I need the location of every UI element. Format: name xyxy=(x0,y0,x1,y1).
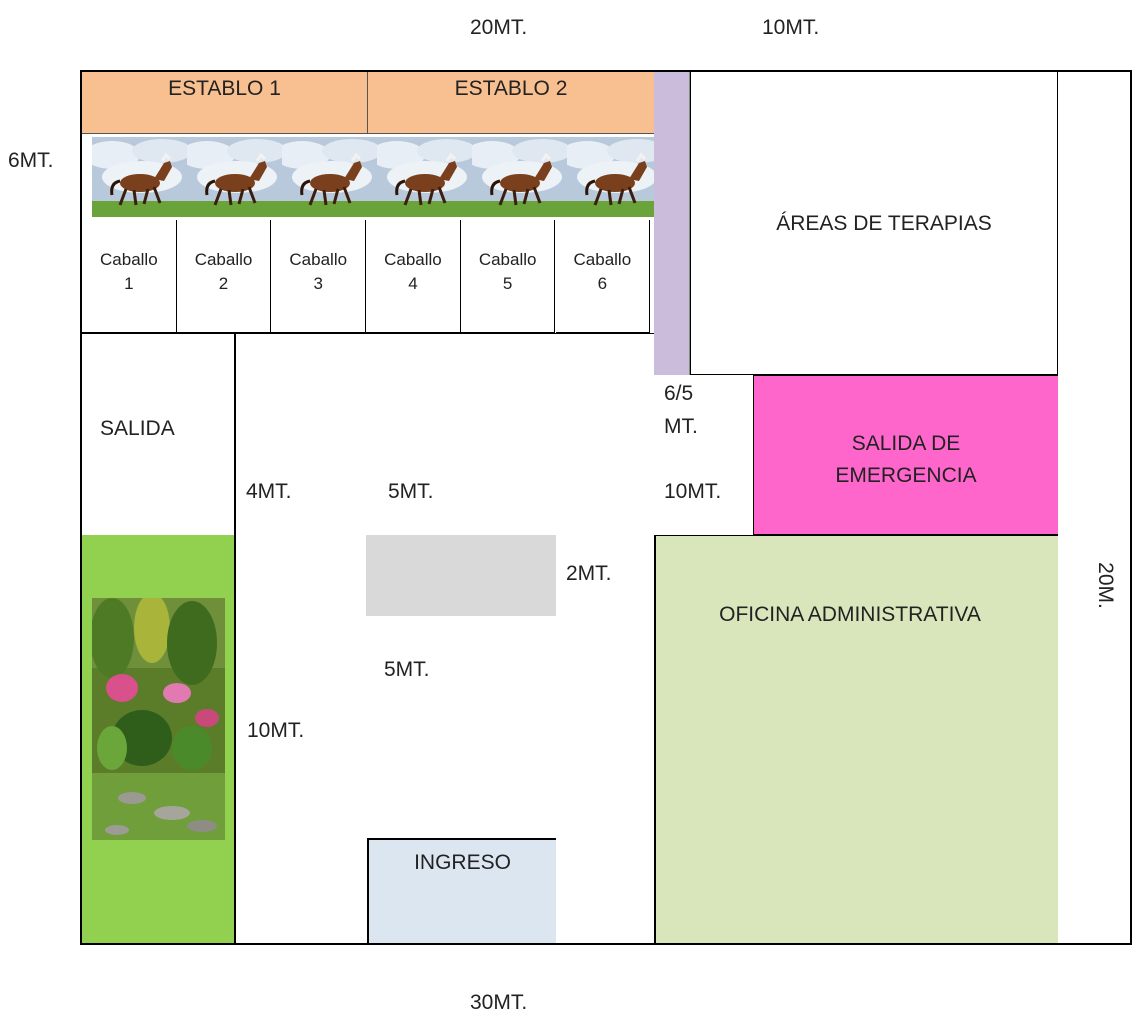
horse-photo xyxy=(567,137,662,217)
horse-photo xyxy=(92,137,187,217)
emergencia-label-line1: SALIDA DE xyxy=(851,432,961,455)
central-block xyxy=(366,535,556,616)
floor-plan-outline xyxy=(80,70,1132,945)
salida-area: SALIDA xyxy=(82,333,236,535)
dimension-5mt-lower: 5MT. xyxy=(384,658,430,681)
horse-stall-4: Caballo 4 xyxy=(366,220,461,333)
dimension-left-6: 6MT. xyxy=(8,149,54,172)
horse-stall-label: Caballo xyxy=(194,250,253,269)
dimension-10mt-left: 10MT. xyxy=(247,719,305,742)
emergencia-label-line2: EMERGENCIA xyxy=(835,464,977,487)
dimension-6-5-line1: 6/5 xyxy=(664,382,694,405)
horse-stall-number: 3 xyxy=(313,274,323,293)
horse-stall-5: Caballo 5 xyxy=(460,220,556,333)
horse-stall-label: Caballo xyxy=(384,250,442,269)
oficina-administrativa: OFICINA ADMINISTRATIVA xyxy=(654,535,1058,943)
horse-stall-number: 1 xyxy=(124,274,134,293)
areas-de-terapias: ÁREAS DE TERAPIAS xyxy=(690,72,1058,375)
emergencia-left-divider xyxy=(654,375,754,535)
horse-stall-2: Caballo 2 xyxy=(176,220,272,333)
horse-photo xyxy=(187,137,282,217)
establo-1-label: ESTABLO 1 xyxy=(168,77,281,100)
dimension-top-10: 10MT. xyxy=(762,16,820,39)
establo-2-label: ESTABLO 2 xyxy=(454,77,568,100)
horse-photo xyxy=(472,137,567,217)
horse-stall-label: Caballo xyxy=(478,250,537,269)
areas-de-terapias-label: ÁREAS DE TERAPIAS xyxy=(776,211,992,235)
dimension-6-5-line2: MT. xyxy=(664,415,698,438)
dimension-5mt-upper: 5MT. xyxy=(388,480,434,503)
central-area-top-line xyxy=(236,333,654,334)
salida-de-emergencia: SALIDA DE EMERGENCIA xyxy=(754,375,1058,535)
horse-stall-number: 2 xyxy=(218,274,229,293)
dimension-2mt: 2MT. xyxy=(566,562,612,585)
dimension-top-20: 20MT. xyxy=(470,16,528,39)
dimension-4mt: 4MT. xyxy=(246,480,292,503)
horse-photo xyxy=(377,137,472,217)
terapias-corridor-strip xyxy=(654,72,690,375)
horse-stall-label: Caballo xyxy=(573,250,632,269)
establo-2: ESTABLO 2 xyxy=(368,72,654,134)
oficina-label: OFICINA ADMINISTRATIVA xyxy=(719,603,981,626)
ingreso-area: INGRESO xyxy=(367,838,556,943)
dimension-right-20: 20M. xyxy=(1093,562,1117,609)
salida-label: SALIDA xyxy=(100,417,175,440)
horse-stall-number: 5 xyxy=(502,274,513,293)
establo-1: ESTABLO 1 xyxy=(82,72,368,134)
ingreso-label: INGRESO xyxy=(414,851,511,874)
horse-stall-1: Caballo 1 xyxy=(82,220,177,333)
horse-stall-3: Caballo 3 xyxy=(271,220,367,333)
garden-photo xyxy=(92,598,225,840)
horse-stall-number: 6 xyxy=(597,274,608,293)
horse-stall-label: Caballo xyxy=(289,250,348,269)
dimension-10mt-right: 10MT. xyxy=(664,480,722,503)
dimension-bottom-30: 30MT. xyxy=(470,991,528,1014)
horse-stall-number: 4 xyxy=(408,274,418,293)
horse-stall-label: Caballo xyxy=(100,250,158,269)
horse-photo xyxy=(282,137,377,217)
horse-stall-6: Caballo 6 xyxy=(555,220,651,333)
